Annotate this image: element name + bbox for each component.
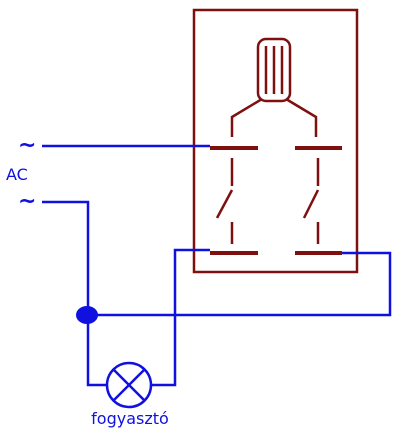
wiring — [42, 144, 392, 387]
ac-symbol-bottom: ~ — [18, 189, 36, 214]
wire-ac-bottom — [42, 200, 106, 387]
switch-blade-left — [215, 158, 234, 244]
double-pole-switch — [192, 8, 359, 274]
ac-symbol-top: ~ — [18, 133, 36, 158]
lamp-icon — [105, 361, 153, 409]
junction-dot — [76, 306, 98, 324]
ac-label: AC — [6, 165, 28, 184]
wire-lamp-to-switch — [152, 248, 210, 387]
switch-housing — [192, 8, 359, 274]
wire-junction-to-right — [88, 251, 392, 317]
switch-blade-right — [302, 158, 320, 244]
load-label: fogyasztó — [91, 409, 169, 428]
rocker-handle-icon — [230, 37, 318, 137]
